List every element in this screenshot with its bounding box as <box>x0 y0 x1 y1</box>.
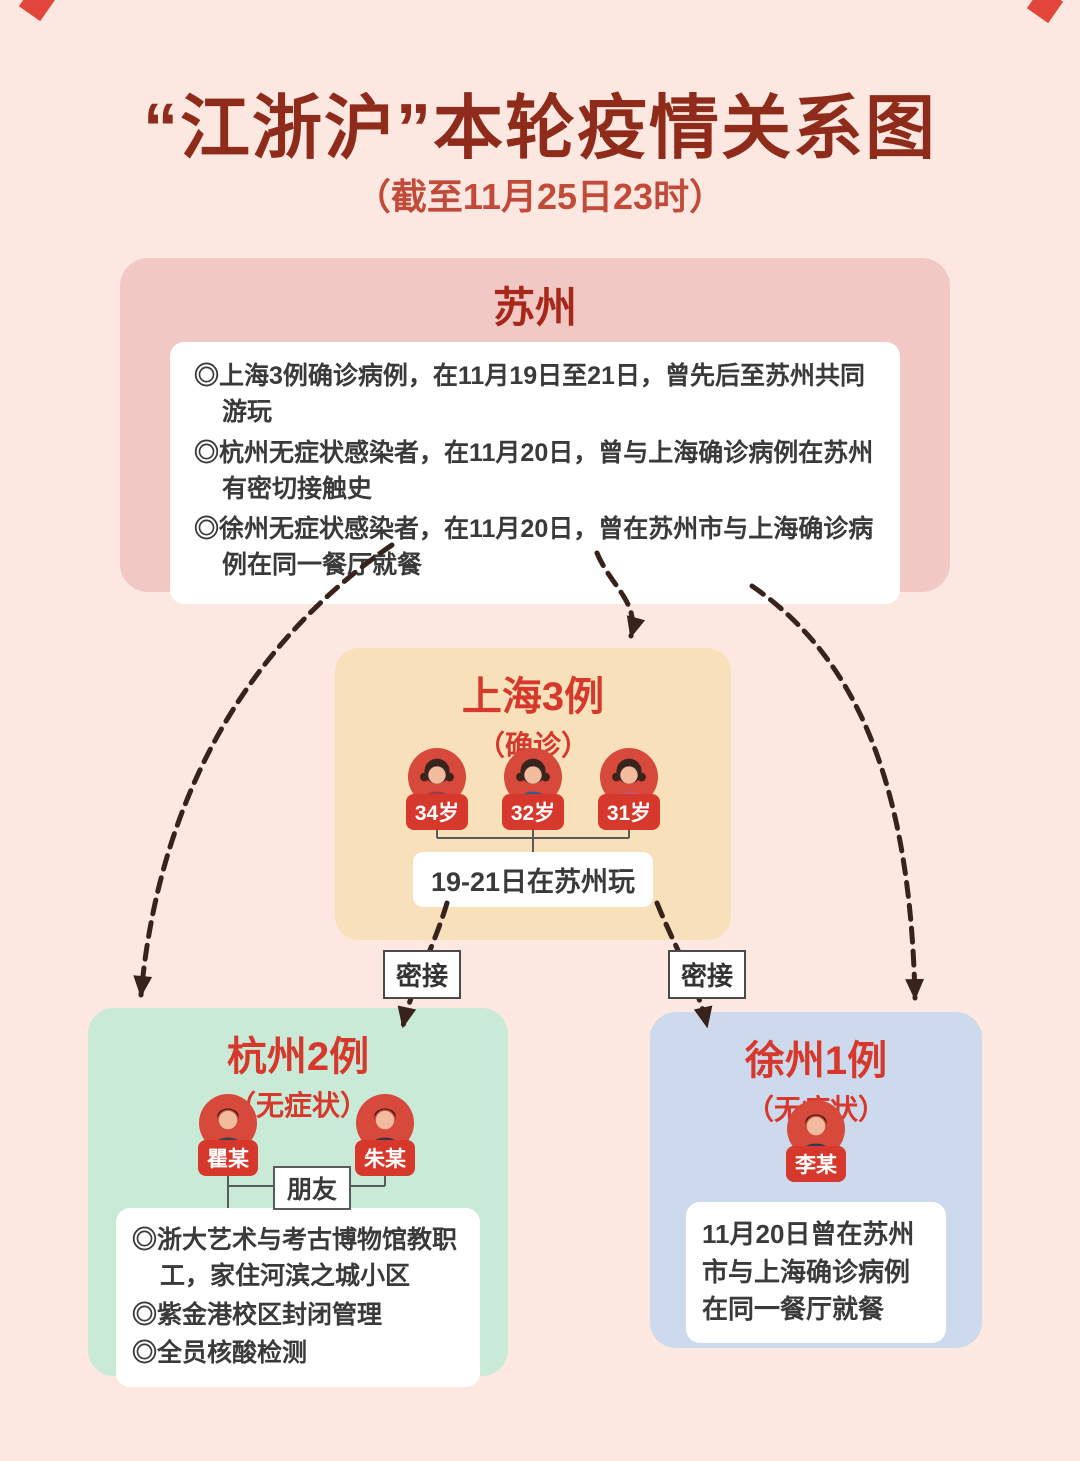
shanghai-card: 上海3例 （确诊） 34岁 <box>335 648 731 940</box>
shanghai-connector-lines <box>436 824 630 854</box>
person-label: 瞿某 <box>198 1140 258 1176</box>
shanghai-person-3: 31岁 <box>593 748 665 830</box>
shanghai-person-1: 34岁 <box>401 748 473 830</box>
suzhou-bullet-2: ◎杭州无症状感染者，在11月20日，曾与上海确诊病例在苏州有密切接触史 <box>194 438 874 503</box>
hangzhou-bullet-2: ◎紫金港校区封闭管理 <box>132 1300 383 1329</box>
shanghai-title: 上海3例 <box>461 675 605 719</box>
suzhou-bullet-1: ◎上海3例确诊病例，在11月19日至21日，曾先后至苏州共同游玩 <box>194 362 865 427</box>
hangzhou-title: 杭州2例 <box>226 1035 370 1079</box>
xuzhou-note: 11月20日曾在苏州市与上海确诊病例在同一餐厅就餐 <box>702 1219 915 1325</box>
shanghai-note: 19-21日在苏州玩 <box>412 852 654 907</box>
person-label: 朱某 <box>355 1140 415 1176</box>
hangzhou-bullet-1: ◎浙大艺术与考古博物馆教职工，家住河滨之城小区 <box>132 1226 458 1291</box>
corner-decoration-right <box>1026 0 1064 24</box>
xuzhou-info-panel: 11月20日曾在苏州市与上海确诊病例在同一餐厅就餐 <box>686 1202 946 1344</box>
close-contact-tag-right: 密接 <box>668 950 747 999</box>
suzhou-info-panel: ◎上海3例确诊病例，在11月19日至21日，曾先后至苏州共同游玩 ◎杭州无症状感… <box>170 342 900 604</box>
xuzhou-title: 徐州1例 <box>744 1039 888 1083</box>
shanghai-persons: 34岁 32岁 <box>335 748 731 830</box>
person-label: 34岁 <box>405 794 469 830</box>
hangzhou-connector-lines <box>227 1168 386 1208</box>
xuzhou-card: 徐州1例 （无症状） 李某 11月20日曾在苏州市与上海确诊病例在同一餐厅就餐 <box>650 1012 982 1348</box>
shanghai-person-2: 32岁 <box>497 748 569 830</box>
close-contact-tag-left: 密接 <box>383 950 462 999</box>
person-label: 31岁 <box>597 794 661 830</box>
person-label: 32岁 <box>501 794 565 830</box>
xuzhou-person-1: 李某 <box>780 1100 852 1182</box>
corner-decoration-left <box>18 0 56 22</box>
page-subtitle: （截至11月25日23时） <box>354 176 726 217</box>
suzhou-card: 苏州 ◎上海3例确诊病例，在11月19日至21日，曾先后至苏州共同游玩 ◎杭州无… <box>120 258 950 604</box>
hangzhou-person-1: 瞿某 <box>192 1094 264 1176</box>
hangzhou-person-2: 朱某 <box>349 1094 421 1176</box>
person-label: 李某 <box>786 1146 846 1182</box>
hangzhou-bullet-3: ◎全员核酸检测 <box>132 1338 308 1367</box>
arrow-suzhou-to-xuzhou <box>749 583 925 1001</box>
hangzhou-card: 杭州2例 （无症状） 瞿某 朱某 朋友 ◎浙大艺术与考古博物馆教职工，家住河滨之… <box>88 1008 508 1387</box>
suzhou-title: 苏州 <box>492 284 577 331</box>
suzhou-bullet-3: ◎徐州无症状感染者，在11月20日，曾在苏州市与上海确诊病例在同一餐厅就餐 <box>194 515 874 580</box>
relation-label: 朋友 <box>273 1166 352 1210</box>
page-title: “江浙沪”本轮疫情关系图 <box>143 89 937 167</box>
hangzhou-info-panel: ◎浙大艺术与考古博物馆教职工，家住河滨之城小区 ◎紫金港校区封闭管理 ◎全员核酸… <box>116 1208 480 1387</box>
